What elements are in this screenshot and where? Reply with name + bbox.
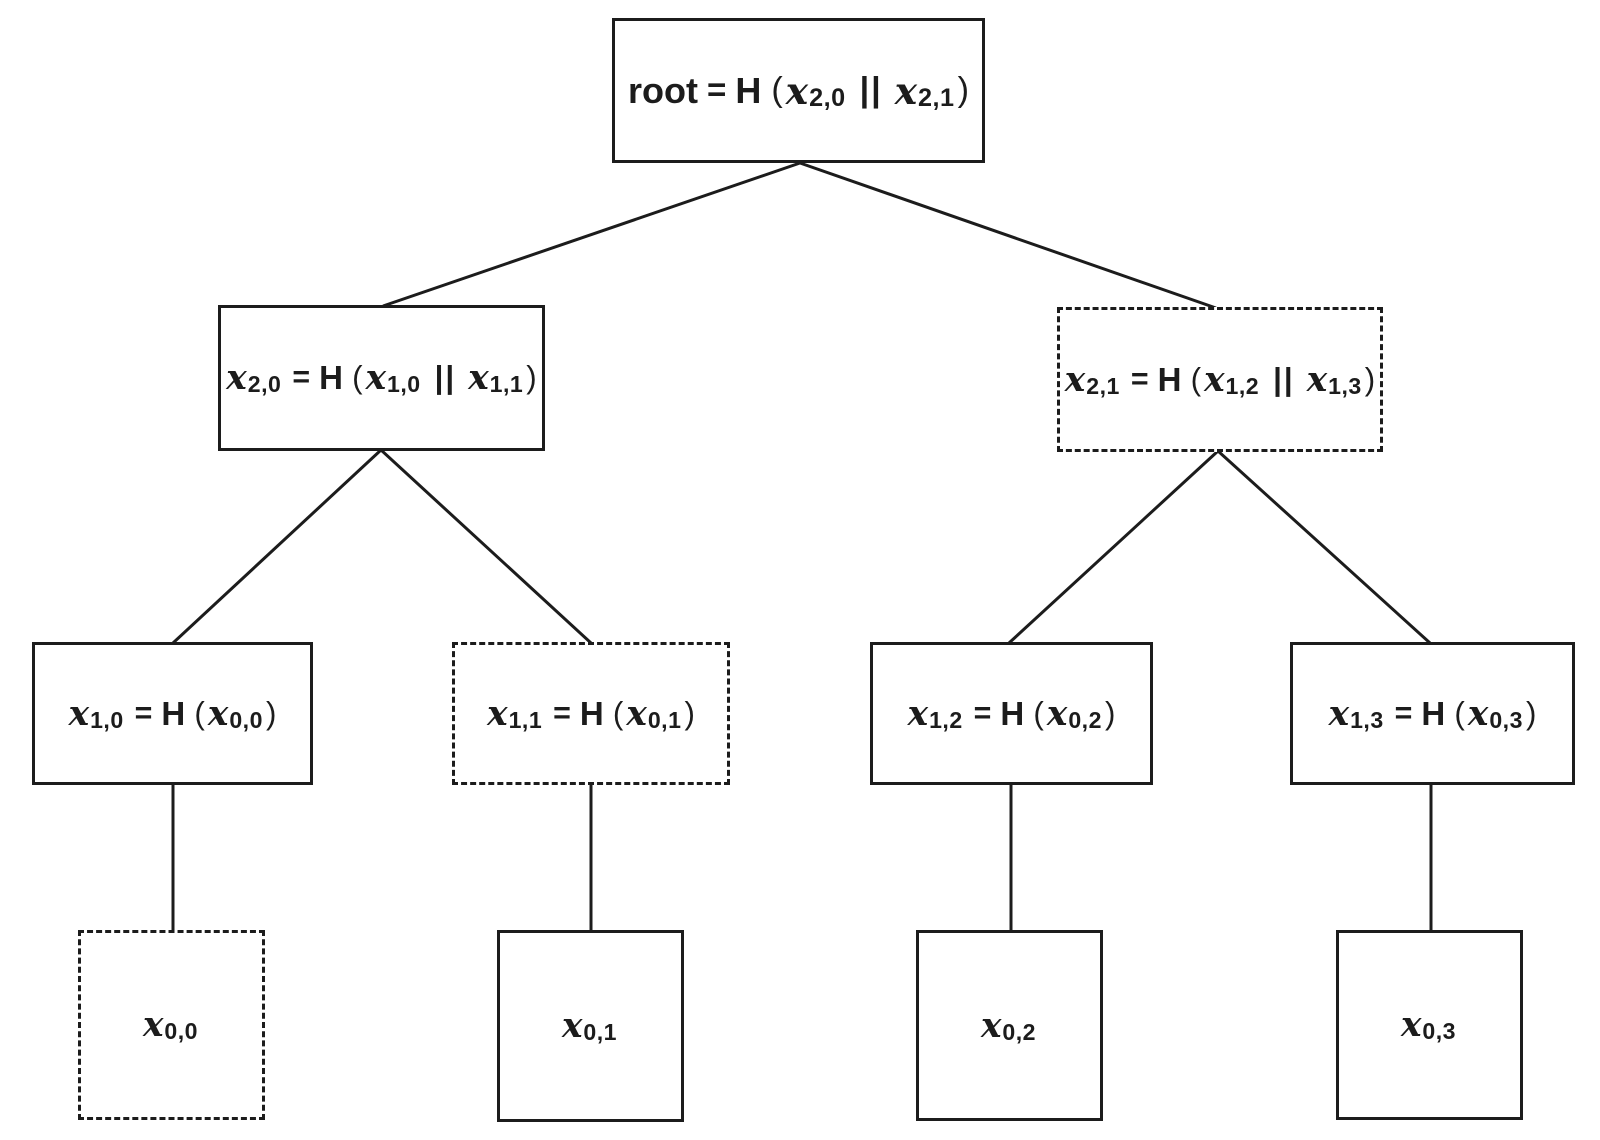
node-lhs: root (628, 69, 699, 111)
var-symbol: x (1328, 693, 1350, 734)
equals-sign: = (707, 71, 727, 109)
close-paren: ) (957, 71, 969, 109)
subscript: 0,1 (647, 706, 682, 733)
subscript: 0,2 (1002, 1018, 1037, 1045)
hash-function: H (161, 694, 186, 732)
var-symbol: x (626, 693, 647, 734)
equals-sign: = (134, 696, 153, 730)
open-paren: ( (612, 695, 624, 731)
subscript: 0,1 (583, 1019, 618, 1046)
var-symbol: x (142, 1005, 164, 1045)
edge-x2-0-x1-0 (171, 448, 383, 645)
subscript: 2,1 (918, 83, 955, 112)
open-paren: ( (771, 71, 783, 109)
var-symbol: x (1400, 1005, 1422, 1045)
edge-x2-1-x1-2 (1007, 449, 1220, 645)
var-symbol: x (207, 693, 229, 734)
hash-function: H (579, 694, 604, 732)
close-paren: ) (526, 360, 537, 395)
subscript: 2,1 (1086, 372, 1120, 399)
var-symbol: x (68, 693, 90, 734)
edge-x2-0-x1-1 (379, 448, 593, 645)
close-paren: ) (684, 695, 695, 731)
var-symbol: x (1064, 359, 1086, 400)
close-paren: ) (265, 695, 277, 731)
equals-sign: = (292, 361, 311, 394)
var-symbol: x (365, 358, 387, 398)
var-symbol: x (226, 358, 247, 398)
var-symbol: x (1467, 693, 1489, 734)
subscript: 0,2 (1068, 706, 1102, 733)
equals-sign: = (973, 696, 992, 730)
subscript: 2,0 (247, 371, 282, 398)
edge-root-x2-1 (799, 161, 1217, 310)
subscript: 1,2 (1225, 372, 1260, 399)
subscript: 1,3 (1328, 372, 1362, 399)
var-symbol: x (487, 693, 508, 734)
var-symbol: x (561, 1006, 583, 1046)
var-symbol: x (1306, 359, 1328, 400)
subscript: 2,0 (809, 83, 846, 112)
edge-x2-1-x1-3 (1216, 449, 1432, 645)
close-paren: ) (1104, 695, 1116, 731)
equals-sign: = (553, 696, 571, 730)
hash-function: H (1421, 694, 1446, 732)
hash-function: H (1157, 360, 1182, 398)
var-symbol: x (980, 1005, 1002, 1046)
subscript: 1,0 (387, 371, 421, 398)
equals-sign: = (1394, 696, 1413, 730)
var-symbol: x (785, 68, 809, 113)
subscript: 0,0 (164, 1018, 199, 1045)
open-paren: ( (352, 360, 363, 395)
open-paren: ( (194, 695, 205, 731)
var-symbol: x (1204, 359, 1225, 400)
close-paren: ) (1364, 361, 1376, 397)
equals-sign: = (1130, 362, 1149, 396)
open-paren: ( (1190, 361, 1202, 397)
subscript: 0,3 (1422, 1018, 1457, 1045)
subscript: 0,3 (1489, 706, 1523, 733)
concat-symbol: || (1273, 361, 1295, 397)
hash-function: H (319, 359, 343, 396)
close-paren: ) (1525, 695, 1537, 731)
var-symbol: x (907, 693, 929, 734)
subscript: 1,1 (508, 706, 543, 733)
subscript: 1,0 (90, 706, 124, 733)
subscript: 0,0 (229, 706, 263, 733)
subscript: 1,1 (489, 371, 524, 398)
edge-root-x2-0 (382, 161, 801, 308)
var-symbol: x (894, 68, 918, 113)
var-symbol: x (468, 358, 489, 398)
open-paren: ( (1033, 695, 1044, 731)
subscript: 1,3 (1350, 706, 1384, 733)
open-paren: ( (1454, 695, 1465, 731)
concat-symbol: || (859, 71, 883, 109)
subscript: 1,2 (929, 706, 963, 733)
hash-function: H (1000, 694, 1025, 732)
concat-symbol: || (434, 360, 457, 395)
hash-function: H (735, 69, 762, 111)
var-symbol: x (1046, 693, 1068, 734)
